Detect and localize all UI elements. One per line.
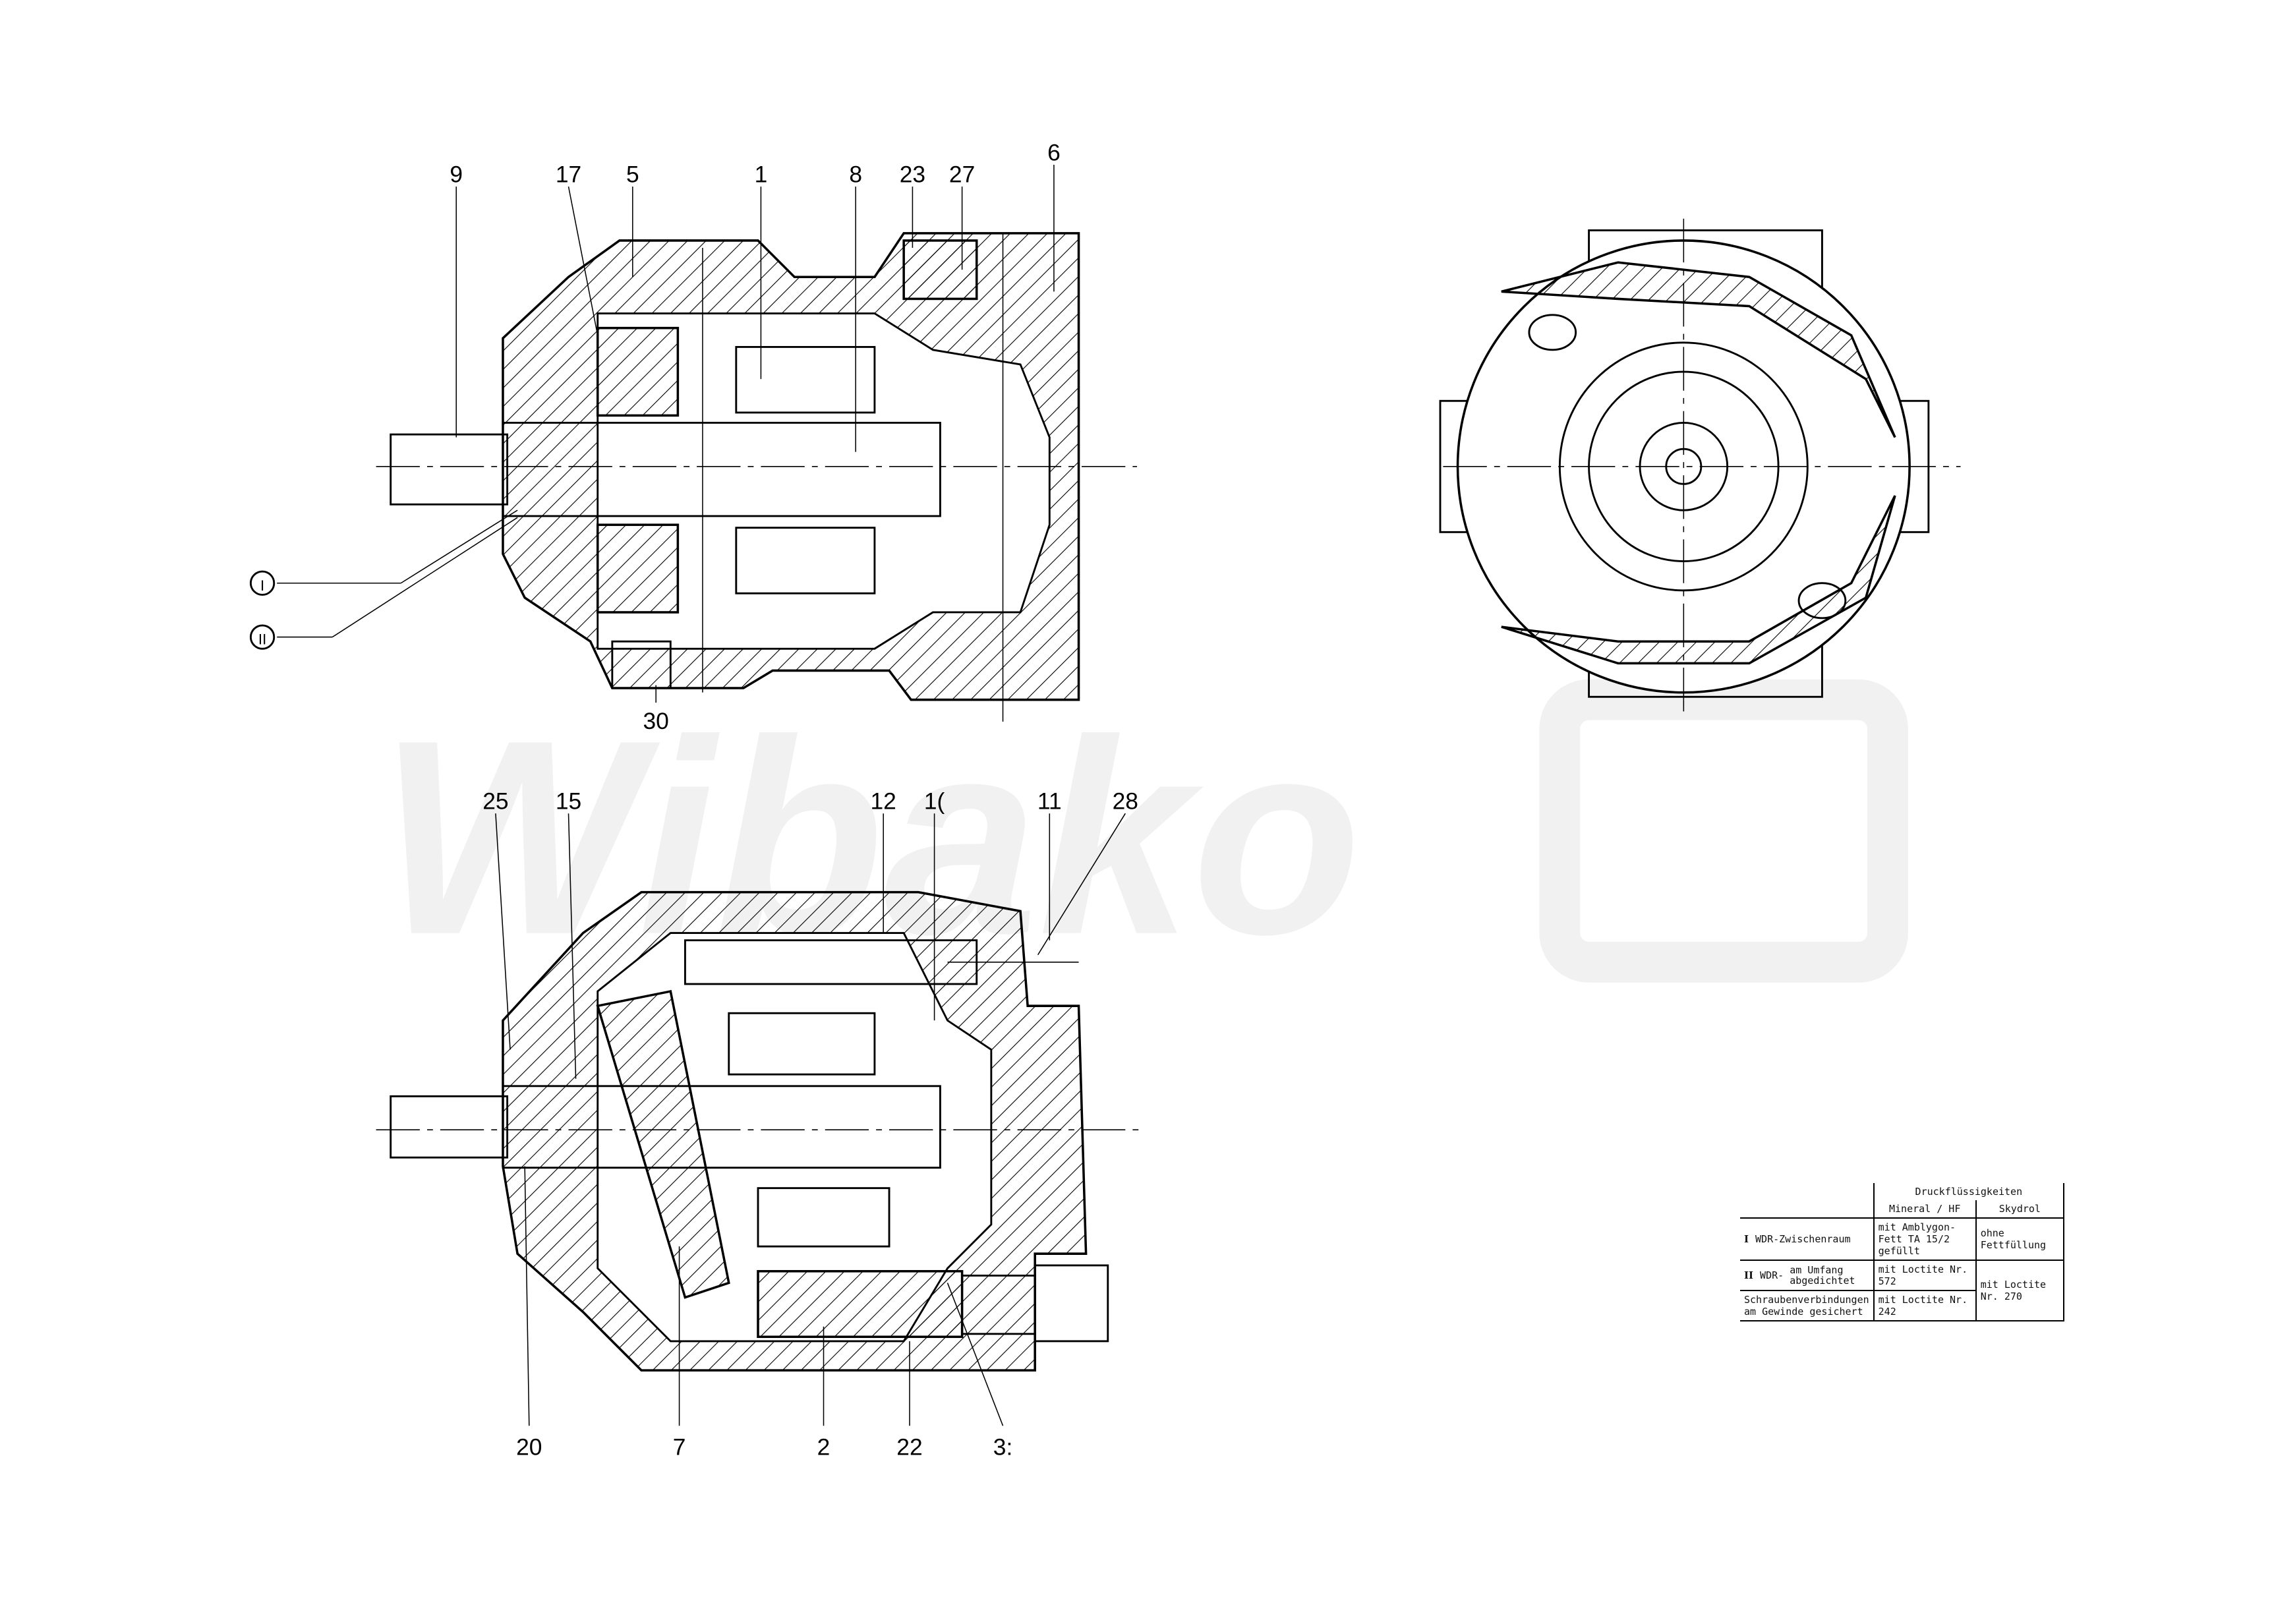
part-label: 23 — [900, 161, 925, 187]
group-header: Druckflüssigkeiten — [1873, 1183, 2065, 1200]
part-label: 22 — [896, 1434, 922, 1460]
part-label: 17 — [556, 161, 581, 187]
cell-mineral: mit Amblygon-Fett TA 15/2 gefüllt — [1873, 1217, 1977, 1261]
marker-I: I — [260, 577, 264, 594]
part-label: 2 — [817, 1434, 831, 1460]
bottom-view-leaders — [495, 813, 1126, 1426]
marker-I-circle — [249, 570, 276, 596]
row-label: WDR- — [1760, 1269, 1784, 1281]
part-label: 1 — [755, 161, 768, 187]
row-label-sub: abgedichtet — [1790, 1275, 1855, 1287]
part-label: 15 — [556, 789, 581, 815]
part-label: 5 — [626, 161, 639, 187]
row-marker: II — [1744, 1269, 1754, 1281]
part-label: 3: — [993, 1434, 1013, 1460]
part-label: 7 — [673, 1434, 686, 1460]
part-label: 20 — [516, 1434, 542, 1460]
column-header-skydrol: Skydrol — [1975, 1200, 2065, 1219]
part-label: 8 — [849, 161, 862, 187]
cell-mineral: mit Loctite Nr. 242 — [1873, 1290, 1977, 1321]
part-label: 28 — [1113, 789, 1138, 815]
marker-II-circle — [249, 624, 276, 650]
part-label: 12 — [871, 789, 896, 815]
bottom-section-view — [376, 890, 1145, 1372]
top-view-leaders — [277, 164, 1055, 703]
part-label: 1( — [924, 789, 945, 815]
cell-skydrol: mit Loctite Nr. 270 — [1975, 1260, 2065, 1321]
column-header-mineral: Mineral / HF — [1873, 1200, 1977, 1219]
cell-mineral: mit Loctite Nr. 572 — [1873, 1260, 1977, 1291]
row-marker: I — [1744, 1233, 1749, 1245]
part-label: 27 — [949, 161, 975, 187]
row-label: Schraubenverbindungen am Gewinde gesiche… — [1740, 1290, 1875, 1321]
part-label: 30 — [643, 709, 669, 734]
row-label: WDR-Zwischenraum — [1755, 1233, 1851, 1245]
part-label: 6 — [1047, 140, 1061, 165]
front-end-view — [1439, 218, 1961, 714]
watermark-logo — [1539, 679, 1908, 983]
part-label: 11 — [1037, 789, 1062, 815]
table-corner — [1740, 1183, 1875, 1219]
table-row: I WDR-Zwischenraum mit Amblygon-Fett TA 1… — [1740, 1217, 2065, 1261]
table-row: Schraubenverbindungen am Gewinde gesiche… — [1740, 1290, 2064, 1321]
marker-II: II — [258, 631, 266, 648]
sealing-specification-table: Druckflüssigkeiten Mineral / HF Skydrol … — [1740, 1183, 2065, 1321]
row-label-sub: am Umfang — [1790, 1263, 1844, 1276]
cell-skydrol: ohne Fettfüllung — [1975, 1217, 2065, 1261]
part-label: 25 — [482, 789, 508, 815]
part-label: 9 — [450, 161, 463, 187]
top-section-view — [376, 232, 1137, 722]
